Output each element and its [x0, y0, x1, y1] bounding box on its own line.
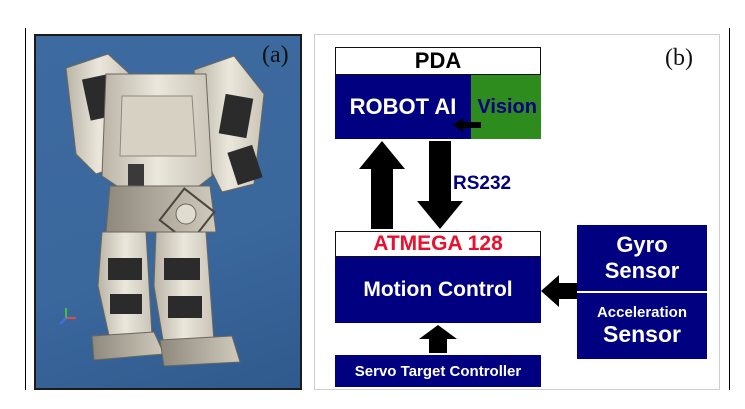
gyro-line2: Sensor — [604, 258, 680, 283]
vision-to-ai-arrow — [453, 118, 481, 132]
panel-a-label: (a) — [262, 42, 289, 68]
servo-up-arrow — [419, 325, 457, 353]
robot-illustration — [59, 53, 265, 367]
pda-title-box: PDA — [335, 47, 541, 75]
panel-b-block-diagram: (b) PDA ROBOT AI Vision RS232 ATMEGA 128… — [314, 34, 720, 390]
servo-controller-box: Servo Target Controller — [335, 355, 541, 387]
robot-ai-label: ROBOT AI — [349, 94, 457, 119]
pda-title: PDA — [414, 48, 462, 73]
sensor-to-motion-arrow — [541, 275, 577, 307]
gyro-line1: Gyro — [616, 232, 668, 257]
vision-box: Vision — [471, 75, 541, 139]
accel-line2: Sensor — [603, 321, 681, 347]
servo-controller-label: Servo Target Controller — [354, 362, 522, 380]
down-arrow — [417, 141, 463, 229]
atmega-title-box: ATMEGA 128 — [335, 231, 541, 257]
robot-ai-box: ROBOT AI — [335, 75, 471, 139]
motion-control-box: Motion Control — [335, 257, 541, 323]
accel-line1: Acceleration — [596, 304, 688, 321]
left-rule — [25, 28, 26, 390]
atmega-title: ATMEGA 128 — [373, 232, 503, 255]
right-rule — [729, 28, 730, 390]
rs232-label: RS232 — [453, 173, 512, 194]
vision-label: Vision — [477, 95, 537, 118]
up-arrow — [359, 141, 405, 229]
gyro-sensor-box: Gyro Sensor — [577, 225, 707, 291]
acceleration-sensor-box: Acceleration Sensor — [577, 293, 707, 359]
panel-a-robot-render: (a) — [34, 34, 302, 390]
panel-b-label: (b) — [665, 45, 693, 71]
motion-control-label: Motion Control — [363, 278, 513, 301]
